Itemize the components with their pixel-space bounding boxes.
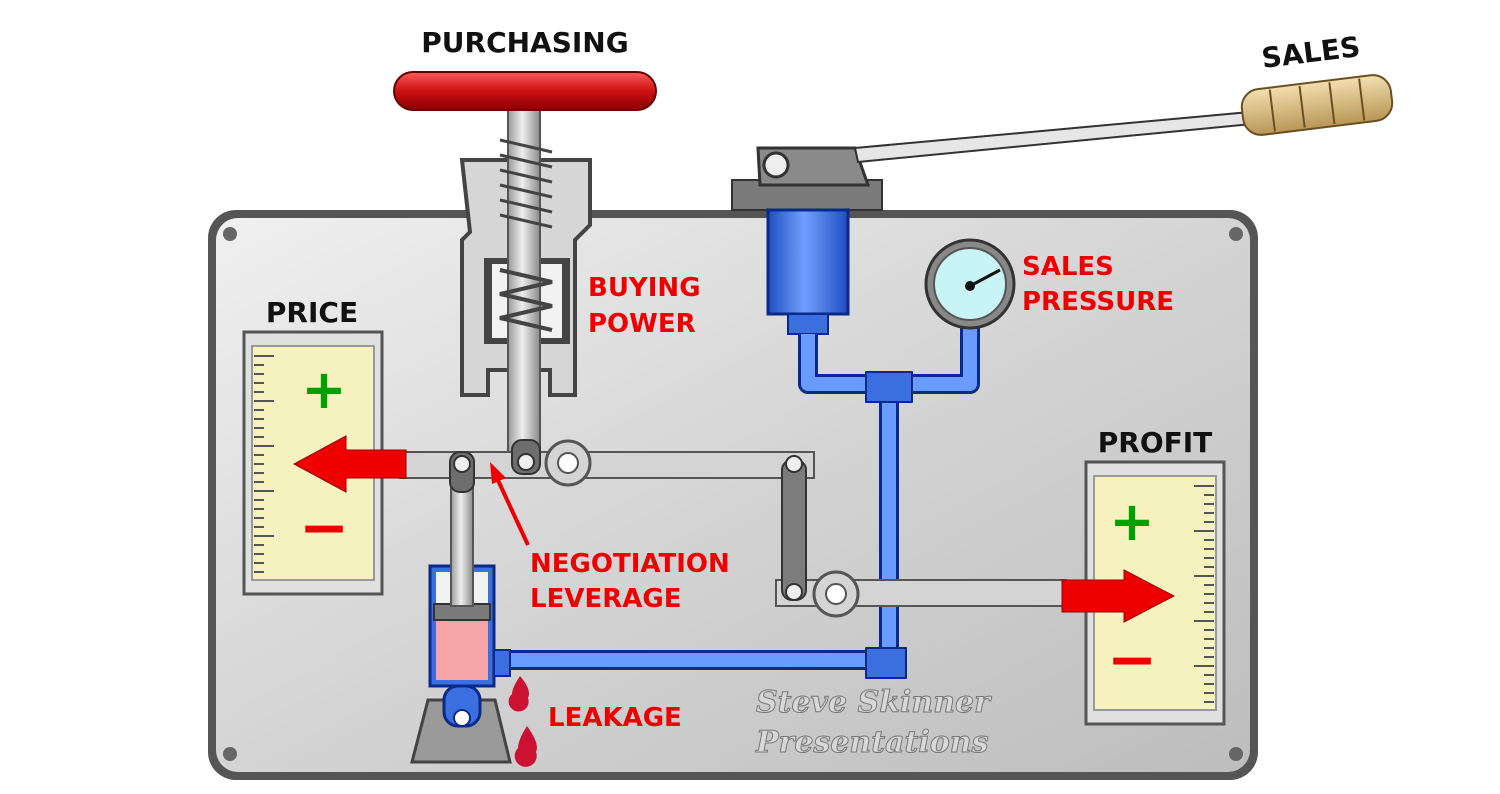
- watermark-line-2: Presentations: [755, 725, 989, 760]
- negotiation-label-2: LEVERAGE: [530, 584, 681, 614]
- watermark-line-1: Steve Skinner: [756, 685, 992, 720]
- profit-label: PROFIT: [1098, 426, 1213, 459]
- sales-lever: [731, 74, 1394, 211]
- sales-pressure-gauge: [924, 238, 1016, 330]
- sales-pump-cylinder: [766, 208, 850, 335]
- profit-plus-sign: +: [1109, 490, 1154, 553]
- negotiation-pointer: [490, 462, 530, 546]
- buying-power-label-2: POWER: [588, 309, 696, 339]
- hydraulic-pipes: [498, 320, 980, 679]
- profit-arrow: [1061, 569, 1176, 623]
- price-minus-sign: −: [299, 493, 349, 563]
- price-arrow: [292, 435, 407, 493]
- sales-label: SALES: [1260, 30, 1362, 75]
- leak-drops: [508, 676, 537, 767]
- profit-minus-sign: −: [1107, 625, 1157, 695]
- sales-pressure-label-2: PRESSURE: [1022, 287, 1174, 317]
- price-label: PRICE: [266, 296, 358, 329]
- buying-power-label-1: BUYING: [588, 273, 701, 303]
- negotiation-label-1: NEGOTIATION: [530, 549, 730, 579]
- price-plus-sign: +: [301, 358, 346, 421]
- leakage-label: LEAKAGE: [548, 703, 682, 733]
- leakage-cylinder: [410, 451, 512, 764]
- purchasing-label: PURCHASING: [421, 26, 628, 59]
- sales-pressure-label-1: SALES: [1022, 252, 1114, 282]
